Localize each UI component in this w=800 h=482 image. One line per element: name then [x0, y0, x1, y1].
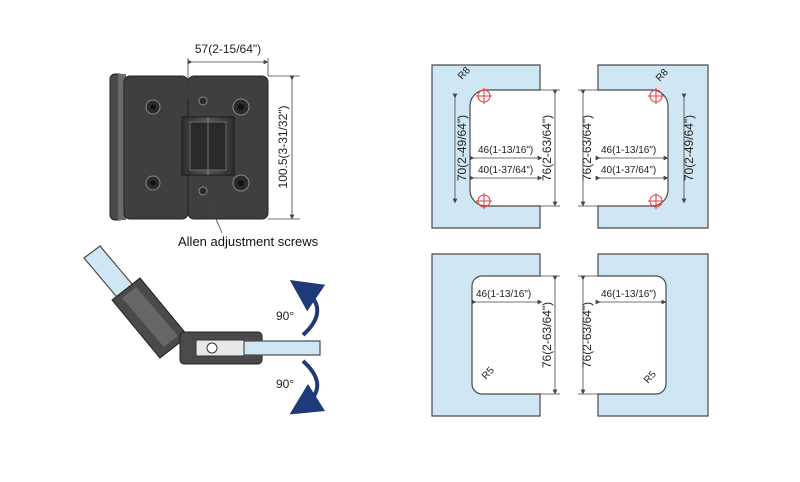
- width-inner-tr: 40(1-37/64"): [601, 165, 656, 176]
- glass-panel-bottom-right: [597, 253, 709, 417]
- width-inner-tl: 40(1-37/64"): [478, 165, 533, 176]
- width-outer-tr: 46(1-13/16"): [601, 145, 656, 156]
- width-outer-tl: 46(1-13/16"): [478, 145, 533, 156]
- hinge-rotation-view: 90° 90°: [83, 245, 326, 415]
- allen-screw-top: [198, 96, 208, 106]
- allen-screws-caption: Allen adjustment screws: [178, 234, 319, 249]
- cutout-top-right: R8 76(2-63/64") 46(1-13/16") 40(1-37/64"…: [578, 64, 709, 229]
- hinge-left-leaf: [123, 75, 189, 220]
- height-bl: 76(2-63/64"): [540, 302, 554, 368]
- radius-label-br: R5: [642, 369, 659, 386]
- width-br: 46(1-13/16"): [601, 289, 656, 300]
- height-outer-tl: 70(2-49/64"): [455, 115, 469, 181]
- hinge-height-dim: 100.5(3-31/32"): [276, 106, 290, 189]
- cutout-top-left: R8 70(2-49/64") 46(1-13/16") 40(1-37/64"…: [431, 64, 560, 229]
- angle-down-label: 90°: [276, 377, 294, 391]
- cutout-bottom-left: 46(1-13/16") 76(2-63/64") R5: [431, 253, 560, 417]
- straight-glass-panel: [243, 340, 321, 356]
- rotation-arrow-up: [289, 279, 326, 337]
- height-outer-tr: 70(2-49/64"): [682, 115, 696, 181]
- allen-screw-bottom: [198, 186, 208, 196]
- hinge-width-dim: 57(2-15/64"): [195, 42, 261, 56]
- radius-label-bl: R5: [480, 365, 497, 382]
- height-inner-tl: 76(2-63/64"): [540, 115, 554, 181]
- cutout-bottom-right: 76(2-63/64") 46(1-13/16") R5: [578, 253, 709, 417]
- width-bl: 46(1-13/16"): [476, 289, 531, 300]
- rotation-arrow-down: [289, 359, 326, 415]
- height-inner-tr: 76(2-63/64"): [580, 115, 594, 181]
- height-br: 76(2-63/64"): [580, 302, 594, 368]
- hinge-front-view: 57(2-15/64") 100.5(3-31/32") Allen adjus…: [109, 42, 319, 249]
- glass-panel-bottom-left: [431, 253, 541, 417]
- angle-up-label: 90°: [276, 309, 294, 323]
